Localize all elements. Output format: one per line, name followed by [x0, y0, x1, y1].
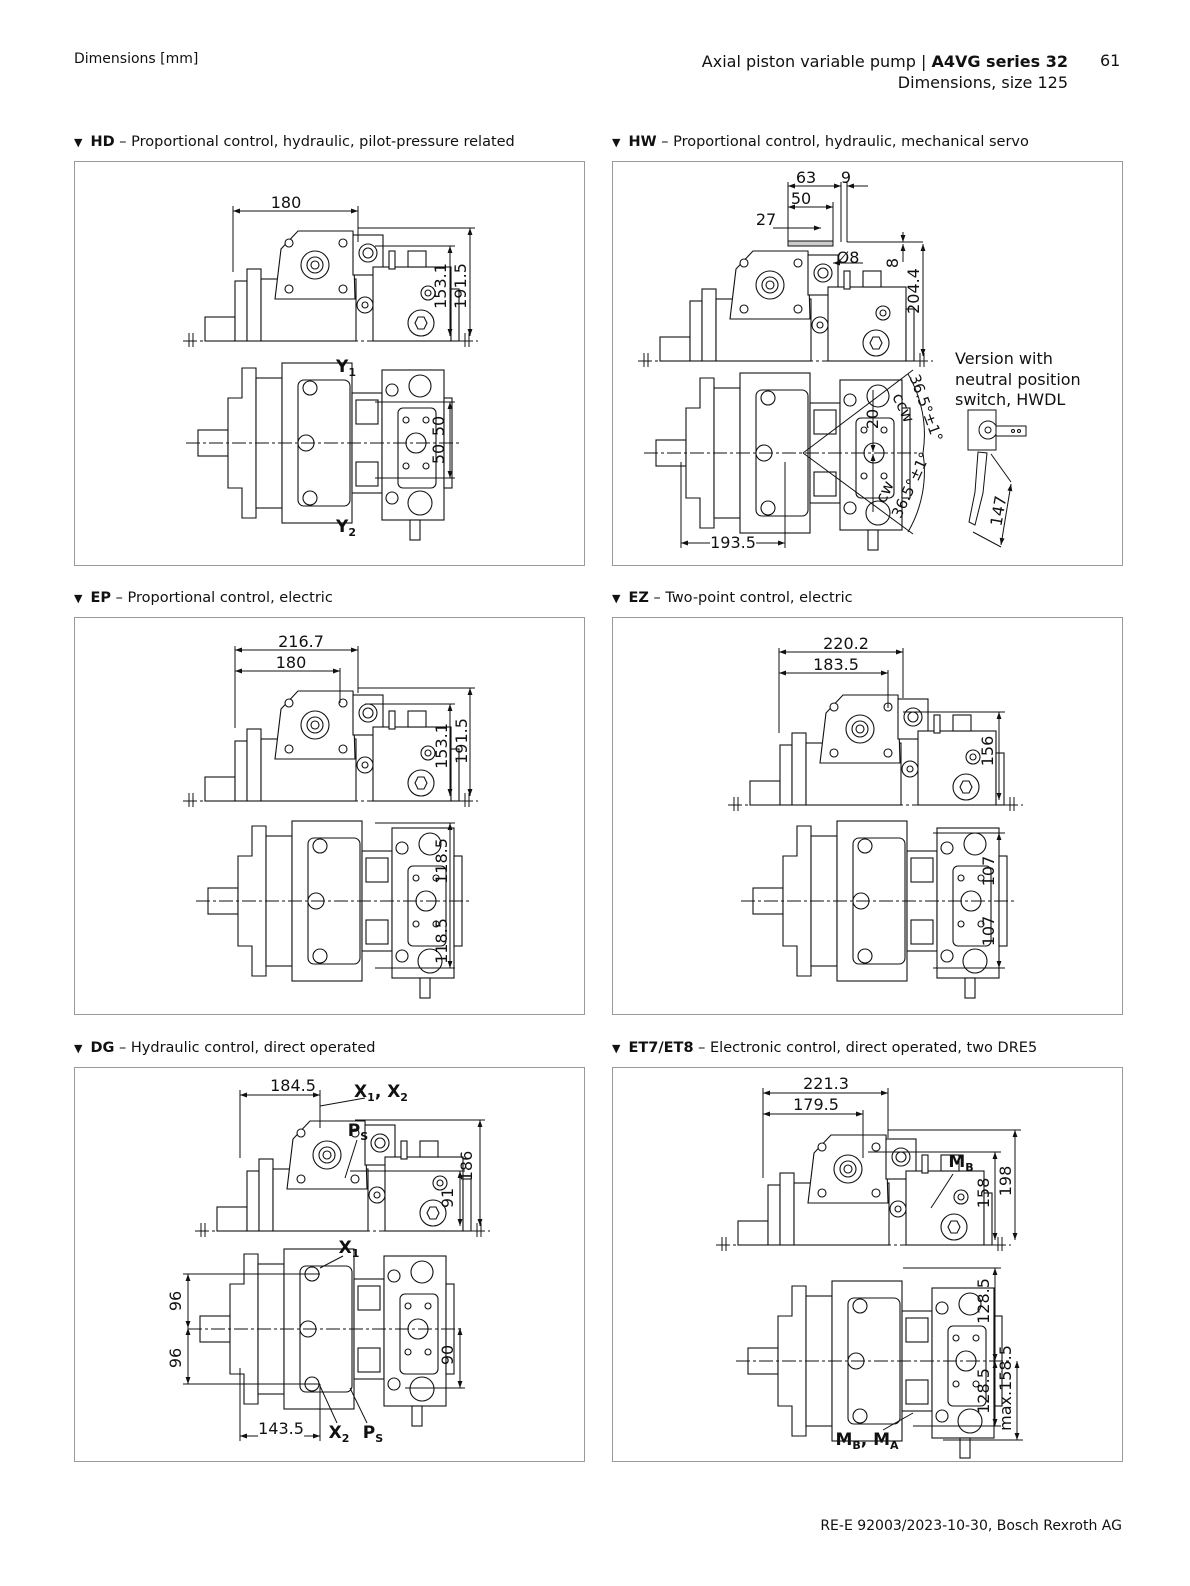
- dim-107-upper: 107: [979, 855, 998, 887]
- section-title-ez: ▼ EZ – Two-point control, electric: [612, 590, 853, 606]
- page-header-title: Axial piston variable pump | A4VG series…: [702, 51, 1068, 93]
- dim-107-lower: 107: [979, 915, 998, 947]
- dim-221-3: 221.3: [803, 1074, 849, 1093]
- section-code: HD: [90, 134, 115, 150]
- dim-8: 8: [883, 257, 902, 269]
- port-y1: Y1: [336, 356, 356, 380]
- section-desc: – Electronic control, direct operated, t…: [693, 1040, 1038, 1056]
- drawing-et: 221.3 179.5 MB 158 198 128.5 128.5 max.1…: [612, 1067, 1123, 1462]
- dim-9: 9: [840, 168, 852, 187]
- drawing-ep: 216.7 180 153.1 191.5 118.5 118.5: [74, 617, 585, 1015]
- dim-96-upper: 96: [166, 1290, 185, 1312]
- page-number: 61: [1100, 51, 1121, 70]
- header-title-prefix: Axial piston variable pump |: [701, 52, 932, 71]
- drawing-hd: 180 153.1 191.5 Y1 Y2 50 50: [74, 161, 585, 566]
- section-title-hd: ▼ HD – Proportional control, hydraulic, p…: [74, 134, 515, 150]
- dim-90: 90: [438, 1344, 457, 1366]
- dim-156: 156: [978, 735, 997, 767]
- dim-191-5: 191.5: [452, 718, 471, 764]
- triangle-marker-icon: ▼: [612, 592, 621, 605]
- section-title-dg: ▼ DG – Hydraulic control, direct operated: [74, 1040, 375, 1056]
- dim-118-5-lower: 118.5: [432, 918, 451, 964]
- dim-204-4: 204.4: [904, 268, 923, 314]
- port-ps-top: PS: [347, 1120, 369, 1144]
- pump-drawing: [182, 646, 479, 999]
- page-section-label: Dimensions [mm]: [74, 51, 199, 67]
- drawing-ez: 220.2 183.5 156 107 107: [612, 617, 1123, 1015]
- section-code: EP: [90, 590, 112, 606]
- triangle-marker-icon: ▼: [612, 1042, 621, 1055]
- triangle-marker-icon: ▼: [74, 1042, 83, 1055]
- section-code: ET7/ET8: [628, 1040, 694, 1056]
- port-y2: Y2: [336, 516, 356, 540]
- dim-186: 186: [457, 1150, 476, 1182]
- dim-118-5-upper: 118.5: [432, 838, 451, 884]
- triangle-marker-icon: ▼: [74, 136, 83, 149]
- triangle-marker-icon: ▼: [612, 136, 621, 149]
- pump-drawing: [182, 206, 479, 541]
- document-footer: RE-E 92003/2023-10-30, Bosch Rexroth AG: [820, 1518, 1122, 1534]
- dim-180: 180: [275, 653, 307, 672]
- note-line: switch, HWDL: [955, 390, 1066, 409]
- dim-193-5: 193.5: [710, 533, 756, 552]
- dim-96-lower: 96: [166, 1347, 185, 1369]
- port-ps-bottom: PS: [362, 1422, 384, 1446]
- section-title-hw: ▼ HW – Proportional control, hydraulic, m…: [612, 134, 1029, 150]
- section-desc: – Two-point control, electric: [648, 590, 853, 606]
- dim-216-7: 216.7: [278, 632, 324, 651]
- dim-50-lower: 50: [429, 443, 448, 465]
- pump-drawing: [637, 182, 1027, 551]
- dim-143-5: 143.5: [258, 1419, 304, 1438]
- note-line: Version with: [955, 349, 1053, 368]
- dim-220-2: 220.2: [823, 634, 869, 653]
- section-desc: – Proportional control, hydraulic, pilot…: [114, 134, 515, 150]
- dim-max-158-5: max.158.5: [996, 1345, 1015, 1431]
- port-x1-x2: X1, X2: [354, 1081, 408, 1105]
- port-x2: X2: [328, 1422, 350, 1446]
- header-subtitle: Dimensions, size 125: [897, 73, 1068, 92]
- section-desc: – Proportional control, electric: [111, 590, 333, 606]
- pump-drawing: [727, 648, 1024, 999]
- dim-91: 91: [438, 1187, 457, 1209]
- pump-drawing: [183, 1090, 491, 1441]
- section-desc: – Proportional control, hydraulic, mecha…: [656, 134, 1029, 150]
- section-title-ep: ▼ EP – Proportional control, electric: [74, 590, 333, 606]
- dim-191-5: 191.5: [451, 263, 470, 309]
- dim-20: 20: [863, 408, 882, 430]
- dim-63: 63: [795, 168, 817, 187]
- section-title-et: ▼ ET7/ET8 – Electronic control, direct op…: [612, 1040, 1037, 1056]
- section-code: HW: [628, 134, 657, 150]
- header-series: A4VG series 32: [931, 52, 1068, 71]
- dim-184-5: 184.5: [270, 1076, 316, 1095]
- port-mb-ma: MB, MA: [835, 1429, 899, 1453]
- dim-198: 198: [996, 1165, 1015, 1197]
- section-desc: – Hydraulic control, direct operated: [114, 1040, 376, 1056]
- dim-180: 180: [270, 193, 302, 212]
- dim-50-upper: 50: [429, 415, 448, 437]
- drawing-dg: 184.5 X1, X2 PS 186 91 X1 96 96 90 143.5…: [74, 1067, 585, 1462]
- dim-128-5-lower: 128.5: [974, 1368, 993, 1414]
- port-mb: MB: [948, 1151, 974, 1175]
- port-x1: X1: [338, 1237, 360, 1261]
- dim-158: 158: [974, 1177, 993, 1209]
- dim-153-1: 153.1: [431, 263, 450, 309]
- note-line: neutral position: [955, 369, 1081, 389]
- drawing-hw: 63 9 50 27 Ø8 8 204.4 Version with neutr…: [612, 161, 1123, 566]
- dim-50: 50: [790, 189, 812, 208]
- dim-diameter-8: Ø8: [836, 248, 860, 267]
- hwdl-note: Version with neutral position switch, HW…: [955, 349, 1081, 411]
- dim-128-5-upper: 128.5: [974, 1278, 993, 1324]
- pump-drawing: [715, 1088, 1023, 1459]
- dim-183-5: 183.5: [813, 655, 859, 674]
- triangle-marker-icon: ▼: [74, 592, 83, 605]
- section-code: DG: [90, 1040, 115, 1056]
- dim-27: 27: [755, 210, 777, 229]
- dim-179-5: 179.5: [793, 1095, 839, 1114]
- dim-153-1: 153.1: [432, 723, 451, 769]
- section-code: EZ: [628, 590, 649, 606]
